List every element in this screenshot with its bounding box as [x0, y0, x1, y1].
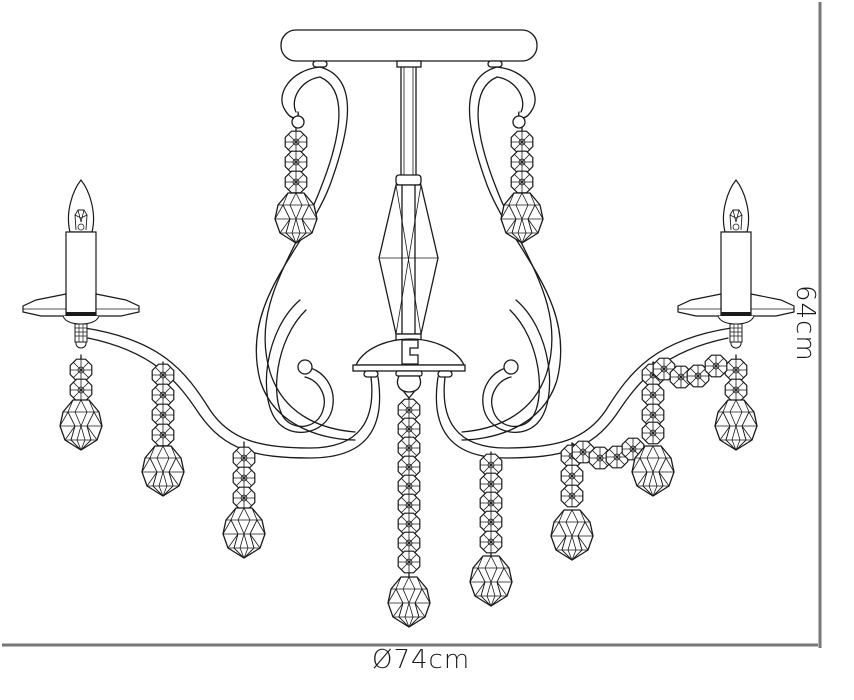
- crystal-garland-right-upper: [631, 354, 728, 497]
- width-dimension-label: Ø74cm: [372, 645, 471, 675]
- upper-scroll-right: [461, 66, 562, 441]
- ceiling-canopy: [280, 29, 538, 68]
- candle-light-right: [677, 179, 795, 349]
- central-stem: [352, 66, 466, 399]
- crystal-garland-right-lower: [550, 437, 645, 561]
- candle-light-left: [22, 179, 140, 349]
- crystal-drop-candle-right: [714, 354, 758, 451]
- crystal-drop-candle-left: [59, 354, 103, 451]
- arm-left: [84, 299, 381, 459]
- crystal-drop-arm-left-1: [141, 361, 185, 497]
- crystal-drop-upper-left: [274, 127, 318, 244]
- upper-scroll-left: [255, 66, 356, 441]
- height-dimension-label: 64cm: [790, 285, 820, 362]
- crystal-drop-upper-right: [500, 127, 544, 244]
- crystal-drop-center: [387, 397, 431, 628]
- crystal-drop-arm-right-1: [469, 451, 513, 607]
- crystal-drop-arm-left-2: [222, 441, 266, 559]
